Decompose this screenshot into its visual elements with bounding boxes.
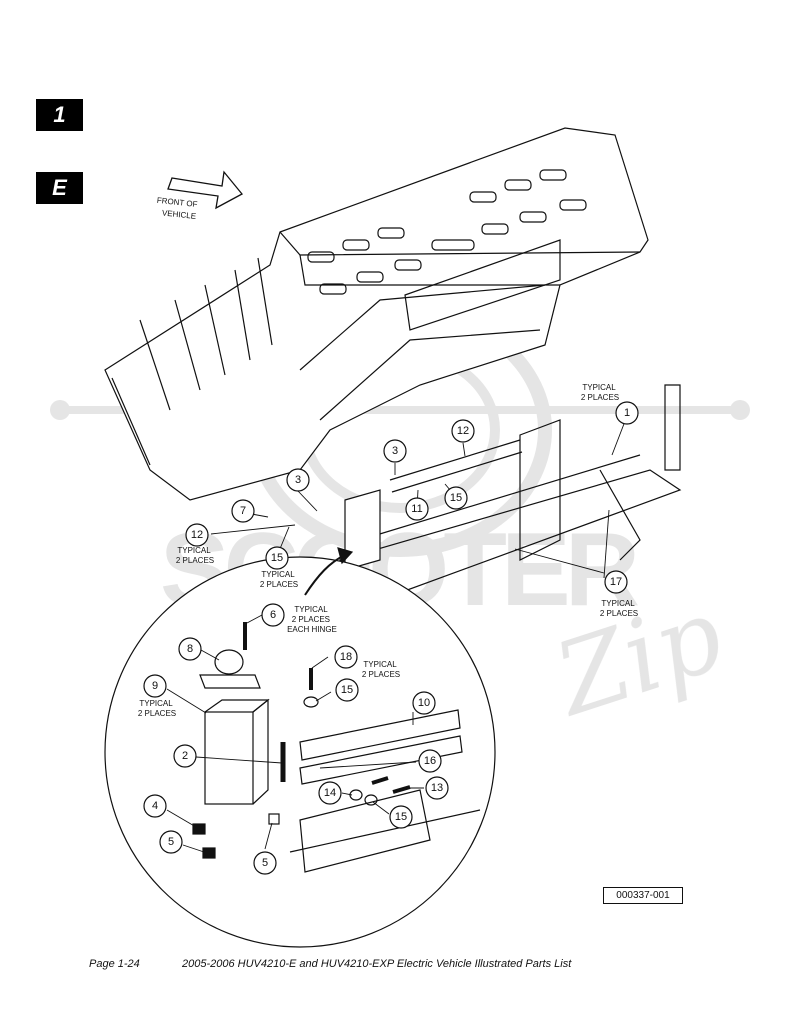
callout-17: 17: [604, 570, 628, 594]
direction-label-line-1: FRONT OF: [156, 196, 198, 209]
svg-text:16: 16: [424, 755, 436, 767]
callout-8: 8: [178, 637, 202, 661]
callout-3: 3: [286, 468, 310, 492]
callout-15: 15: [335, 678, 359, 702]
callout-1: 1: [615, 401, 639, 425]
svg-text:17: 17: [610, 576, 622, 588]
note-typical-part-17: TYPICAL 2 PLACES: [600, 599, 638, 618]
svg-text:1: 1: [624, 407, 630, 419]
svg-text:12: 12: [457, 425, 469, 437]
svg-text:13: 13: [431, 782, 443, 794]
svg-text:18: 18: [340, 651, 352, 663]
svg-text:15: 15: [271, 552, 283, 564]
svg-text:12: 12: [191, 529, 203, 541]
callout-7: 7: [231, 499, 255, 523]
note-typical-part-1: TYPICAL 2 PLACES: [581, 383, 619, 402]
svg-text:7: 7: [240, 505, 246, 517]
callout-11: 11: [405, 497, 429, 521]
svg-text:10: 10: [418, 697, 430, 709]
svg-text:9: 9: [152, 680, 158, 692]
svg-text:8: 8: [187, 643, 193, 655]
svg-text:15: 15: [395, 811, 407, 823]
cargo-bed: [104, 127, 649, 501]
svg-text:2: 2: [182, 750, 188, 762]
svg-text:15: 15: [450, 492, 462, 504]
callout-15: 15: [265, 546, 289, 570]
callout-14: 14: [318, 781, 342, 805]
callout-6: 6: [261, 603, 285, 627]
hinge-detail-view: [104, 547, 496, 948]
svg-text:3: 3: [392, 445, 398, 457]
callout-2: 2: [173, 744, 197, 768]
callout-9: 9: [143, 674, 167, 698]
callout-5: 5: [159, 830, 183, 854]
callout-4: 4: [143, 794, 167, 818]
callout-15: 15: [389, 805, 413, 829]
note-typical-part-18: TYPICAL 2 PLACES: [362, 660, 400, 679]
front-of-vehicle-arrow: FRONT OF VEHICLE: [155, 170, 244, 221]
callout-10: 10: [412, 691, 436, 715]
svg-text:3: 3: [295, 474, 301, 486]
callout-15: 15: [444, 486, 468, 510]
svg-text:4: 4: [152, 800, 158, 812]
callout-13: 13: [425, 776, 449, 800]
note-typical-part-12: TYPICAL 2 PLACES: [176, 546, 214, 565]
callout-5: 5: [253, 851, 277, 875]
svg-text:FRONT OF VEHICLE: FRONT OF VEHICLE: [155, 196, 200, 221]
note-typical-part-9: TYPICAL 2 PLACES: [138, 699, 176, 718]
note-typical-part-6: TYPICAL 2 PLACES EACH HINGE: [287, 605, 337, 634]
footer-page-number: Page 1-24: [89, 958, 140, 970]
svg-text:15: 15: [341, 684, 353, 696]
direction-label-line-2: VEHICLE: [162, 208, 197, 221]
callout-12: 12: [451, 419, 475, 443]
svg-text:14: 14: [324, 787, 336, 799]
callout-16: 16: [418, 749, 442, 773]
svg-text:11: 11: [411, 503, 422, 515]
svg-text:6: 6: [270, 609, 276, 621]
svg-text:5: 5: [168, 836, 174, 848]
callout-3: 3: [383, 439, 407, 463]
section-tab-letter: E: [36, 172, 83, 204]
note-typical-part-15: TYPICAL 2 PLACES: [260, 570, 298, 589]
footer-document-title: 2005-2006 HUV4210-E and HUV4210-EXP Elec…: [182, 958, 572, 970]
svg-text:5: 5: [262, 857, 268, 869]
callout-18: 18: [334, 645, 358, 669]
callout-12: 12: [185, 523, 209, 547]
figure-id: 000337-001: [603, 887, 683, 904]
section-tab-number: 1: [36, 99, 83, 131]
vehicle-frame: [338, 384, 682, 601]
